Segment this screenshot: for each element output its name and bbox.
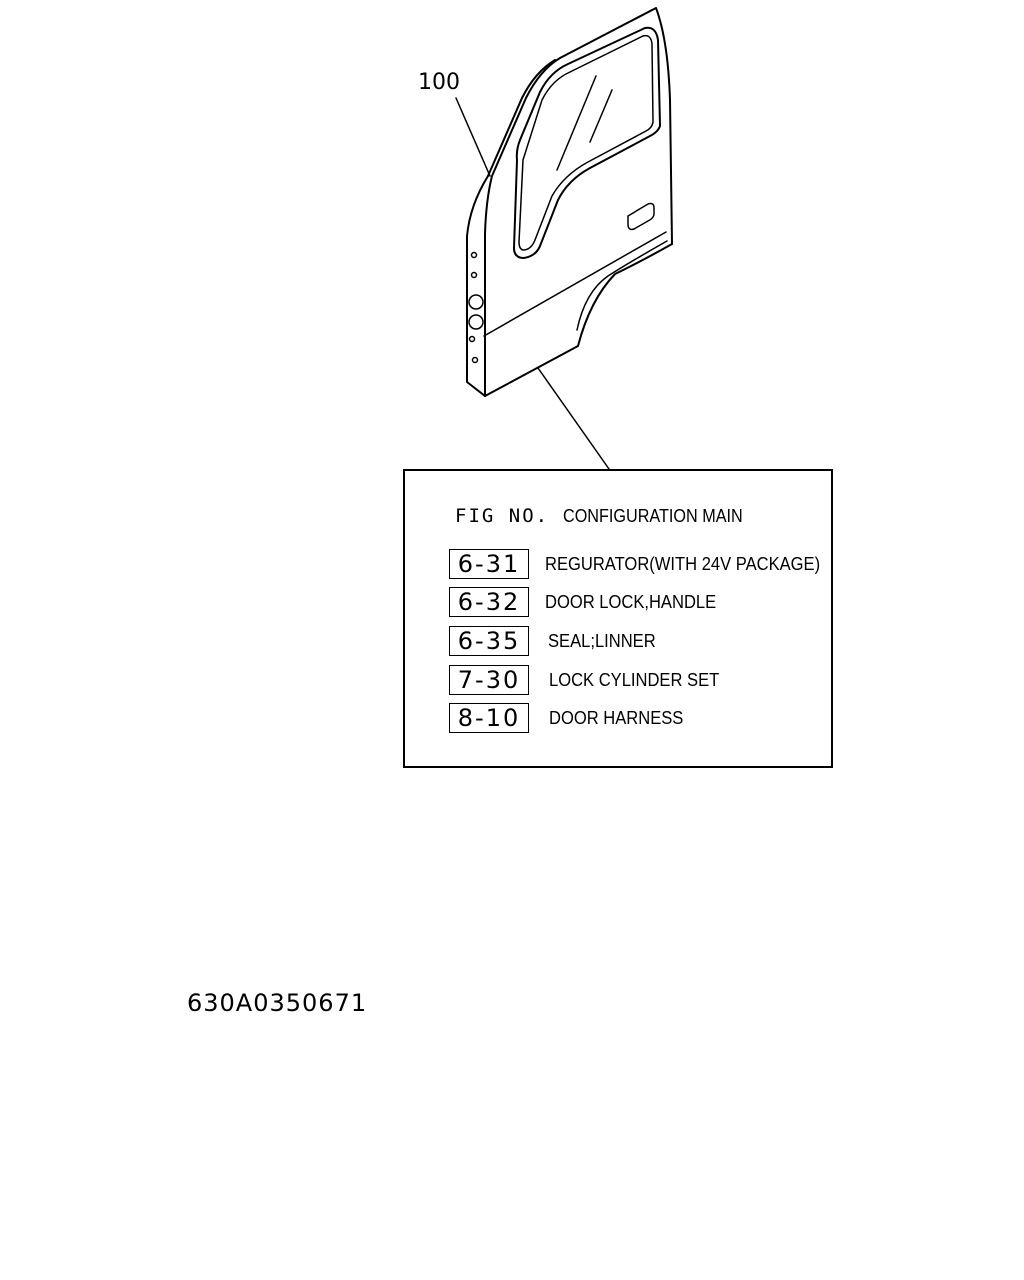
fig-number-box[interactable]: 6-32 <box>449 587 529 617</box>
reference-row: 8-10 DOOR HARNESS <box>449 703 695 733</box>
configuration-title: CONFIGURATION MAIN <box>563 506 743 526</box>
fig-number-box[interactable]: 8-10 <box>449 703 529 733</box>
reference-row: 6-35 SEAL;LINNER <box>449 626 665 656</box>
fig-number-box[interactable]: 7-30 <box>449 665 529 695</box>
reference-box-leader <box>537 367 610 470</box>
part-code: 630A0350671 <box>187 989 368 1017</box>
callout-leader-100 <box>455 97 491 177</box>
reference-row: 7-30 LOCK CYLINDER SET <box>449 665 734 695</box>
reference-table: FIG NO. CONFIGURATION MAIN 6-31 REGURATOR… <box>403 469 833 768</box>
reference-description: REGURATOR(WITH 24V PACKAGE) <box>545 553 821 574</box>
reference-table-header: FIG NO. CONFIGURATION MAIN <box>455 505 763 527</box>
fig-number-box[interactable]: 6-35 <box>449 626 529 656</box>
reference-row: 6-32 DOOR LOCK,HANDLE <box>449 587 731 617</box>
reference-description: LOCK CYLINDER SET <box>549 669 720 690</box>
reference-description: DOOR LOCK,HANDLE <box>545 591 717 612</box>
reference-description: SEAL;LINNER <box>548 630 656 651</box>
fig-no-label: FIG NO. <box>455 505 550 527</box>
door-panel <box>466 7 673 397</box>
reference-description: DOOR HARNESS <box>549 707 684 728</box>
reference-row: 6-31 REGURATOR(WITH 24V PACKAGE) <box>449 549 844 579</box>
fig-number-box[interactable]: 6-31 <box>449 549 529 579</box>
callout-number-100: 100 <box>418 70 460 95</box>
